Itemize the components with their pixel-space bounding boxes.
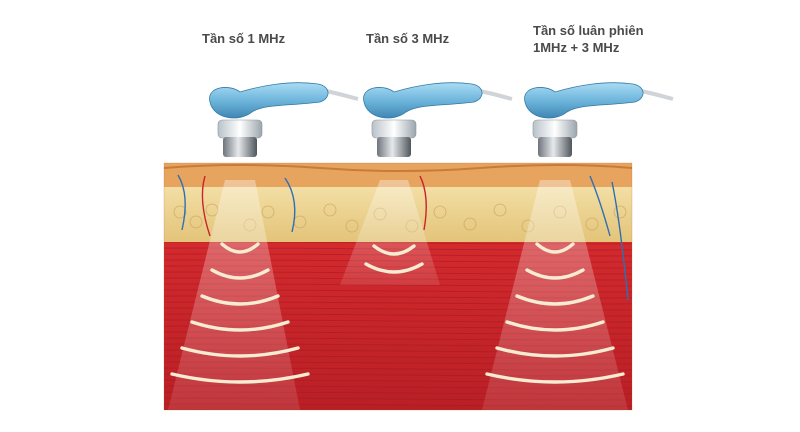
label-frequency-3mhz: Tần số 3 MHz <box>366 31 450 46</box>
ultrasound-probes <box>209 82 674 157</box>
label-frequency-alternating: Tần số luân phiên 1MHz + 3 MHz <box>533 22 644 56</box>
probe-3mhz <box>363 82 513 157</box>
freq-1mhz-wave-arc <box>220 242 260 254</box>
freq-alternating-wave-arc <box>525 268 585 280</box>
probe-head <box>223 137 257 157</box>
ultrasound-waves <box>170 242 625 384</box>
freq-1mhz-wave-arc <box>190 320 290 332</box>
label-frequency-1mhz: Tần số 1 MHz <box>202 31 286 46</box>
probe-head <box>538 137 572 157</box>
beam-3mhz <box>340 180 440 285</box>
freq-3mhz-wave-arc <box>364 262 424 274</box>
probe-alternating <box>524 82 674 157</box>
freq-1mhz-wave-arc <box>170 372 310 384</box>
freq-1mhz-wave-arc <box>180 346 300 358</box>
freq-1mhz-wave-arc <box>200 294 280 306</box>
label-frequency-alternating-line1: Tần số luân phiên <box>533 23 644 38</box>
probe-collar <box>217 119 263 139</box>
freq-alternating-wave-arc <box>515 294 595 306</box>
probe-collar <box>532 119 578 139</box>
freq-alternating-wave-arc <box>485 372 625 384</box>
freq-3mhz-wave-arc <box>372 244 416 256</box>
probe-collar <box>371 119 417 139</box>
blood-vessels <box>177 174 629 301</box>
label-frequency-alternating-line2: 1MHz + 3 MHz <box>533 40 620 55</box>
ultrasound-probe-icon <box>209 82 329 119</box>
skin-surface <box>164 164 632 172</box>
freq-1mhz-wave-arc <box>210 268 270 280</box>
probe-head <box>377 137 411 157</box>
freq-alternating-wave-arc <box>505 320 605 332</box>
tissue-block <box>164 163 632 410</box>
ultrasound-probe-icon <box>524 82 644 119</box>
ultrasound-probe-icon <box>363 82 483 119</box>
freq-alternating-wave-arc <box>535 242 575 254</box>
probe-1mhz <box>209 82 359 157</box>
freq-alternating-wave-arc <box>495 346 615 358</box>
